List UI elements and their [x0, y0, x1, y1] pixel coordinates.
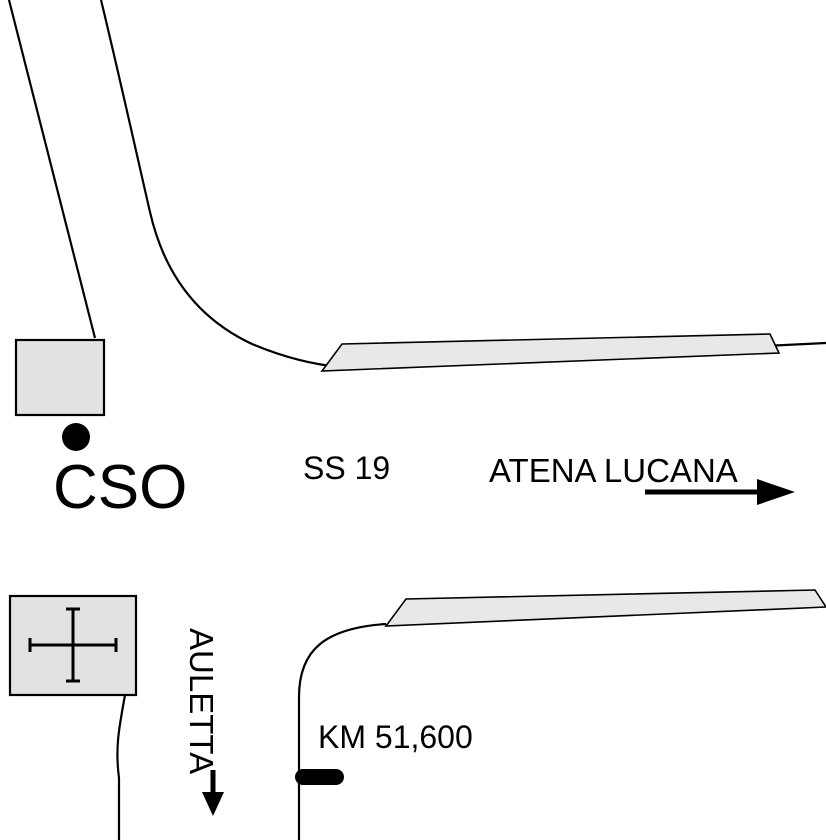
- km-marker-bar: [295, 769, 344, 785]
- approach-road-left-edge: [7, 0, 97, 339]
- destination-right-label: ATENA LUCANA: [489, 452, 738, 489]
- down-arrow-head: [202, 792, 224, 816]
- branch-road-ribbon: [384, 589, 826, 627]
- approach-road-right-edge: [99, 0, 826, 369]
- right-arrow-head: [757, 479, 795, 505]
- cso-label: CSO: [53, 453, 187, 522]
- side-road-line: [116, 694, 127, 840]
- down-arrow: [202, 770, 224, 816]
- cross-icon: [28, 607, 118, 683]
- route-label: SS 19: [303, 450, 390, 486]
- building-box: [14, 338, 106, 417]
- branch-road-curve: [297, 622, 387, 840]
- location-dot: [62, 423, 90, 451]
- right-arrow: [645, 479, 795, 505]
- auletta-label: AULETTA: [183, 628, 220, 774]
- ss19-road-ribbon: [320, 333, 781, 372]
- km-label: KM 51,600: [318, 719, 473, 755]
